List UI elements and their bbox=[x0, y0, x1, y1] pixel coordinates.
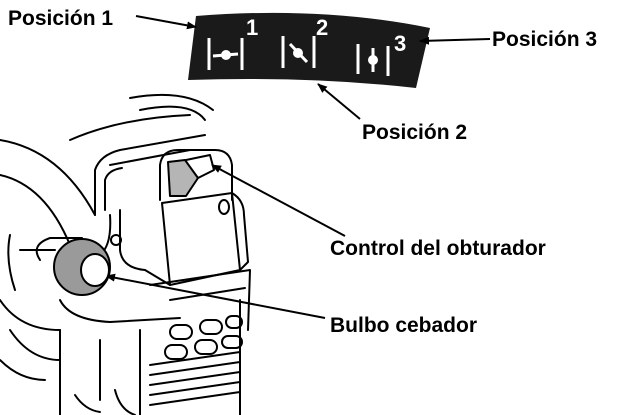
position2-label: Posición 2 bbox=[362, 121, 468, 144]
arrow-position1 bbox=[135, 15, 197, 30]
selector-number-3: 3 bbox=[394, 31, 407, 56]
selector-number-2: 2 bbox=[316, 15, 329, 40]
choke-control-label: Control del obturador bbox=[330, 237, 546, 260]
choke-open-icon bbox=[356, 44, 390, 76]
arrow-primer-bulb bbox=[105, 273, 326, 319]
choke-closed-icon bbox=[207, 38, 244, 70]
arrow-choke-control bbox=[211, 164, 346, 237]
arrow-position2 bbox=[317, 83, 361, 120]
choke-half-icon bbox=[281, 36, 316, 68]
engine-housing bbox=[0, 93, 251, 415]
selector-number-1: 1 bbox=[246, 15, 259, 40]
arrow-position3 bbox=[419, 36, 491, 45]
position1-label: Posición 1 bbox=[8, 7, 114, 30]
position3-label: Posición 3 bbox=[492, 28, 598, 51]
primer-bulb-label: Bulbo cebador bbox=[330, 314, 478, 337]
choke-selector-plate bbox=[188, 12, 430, 88]
